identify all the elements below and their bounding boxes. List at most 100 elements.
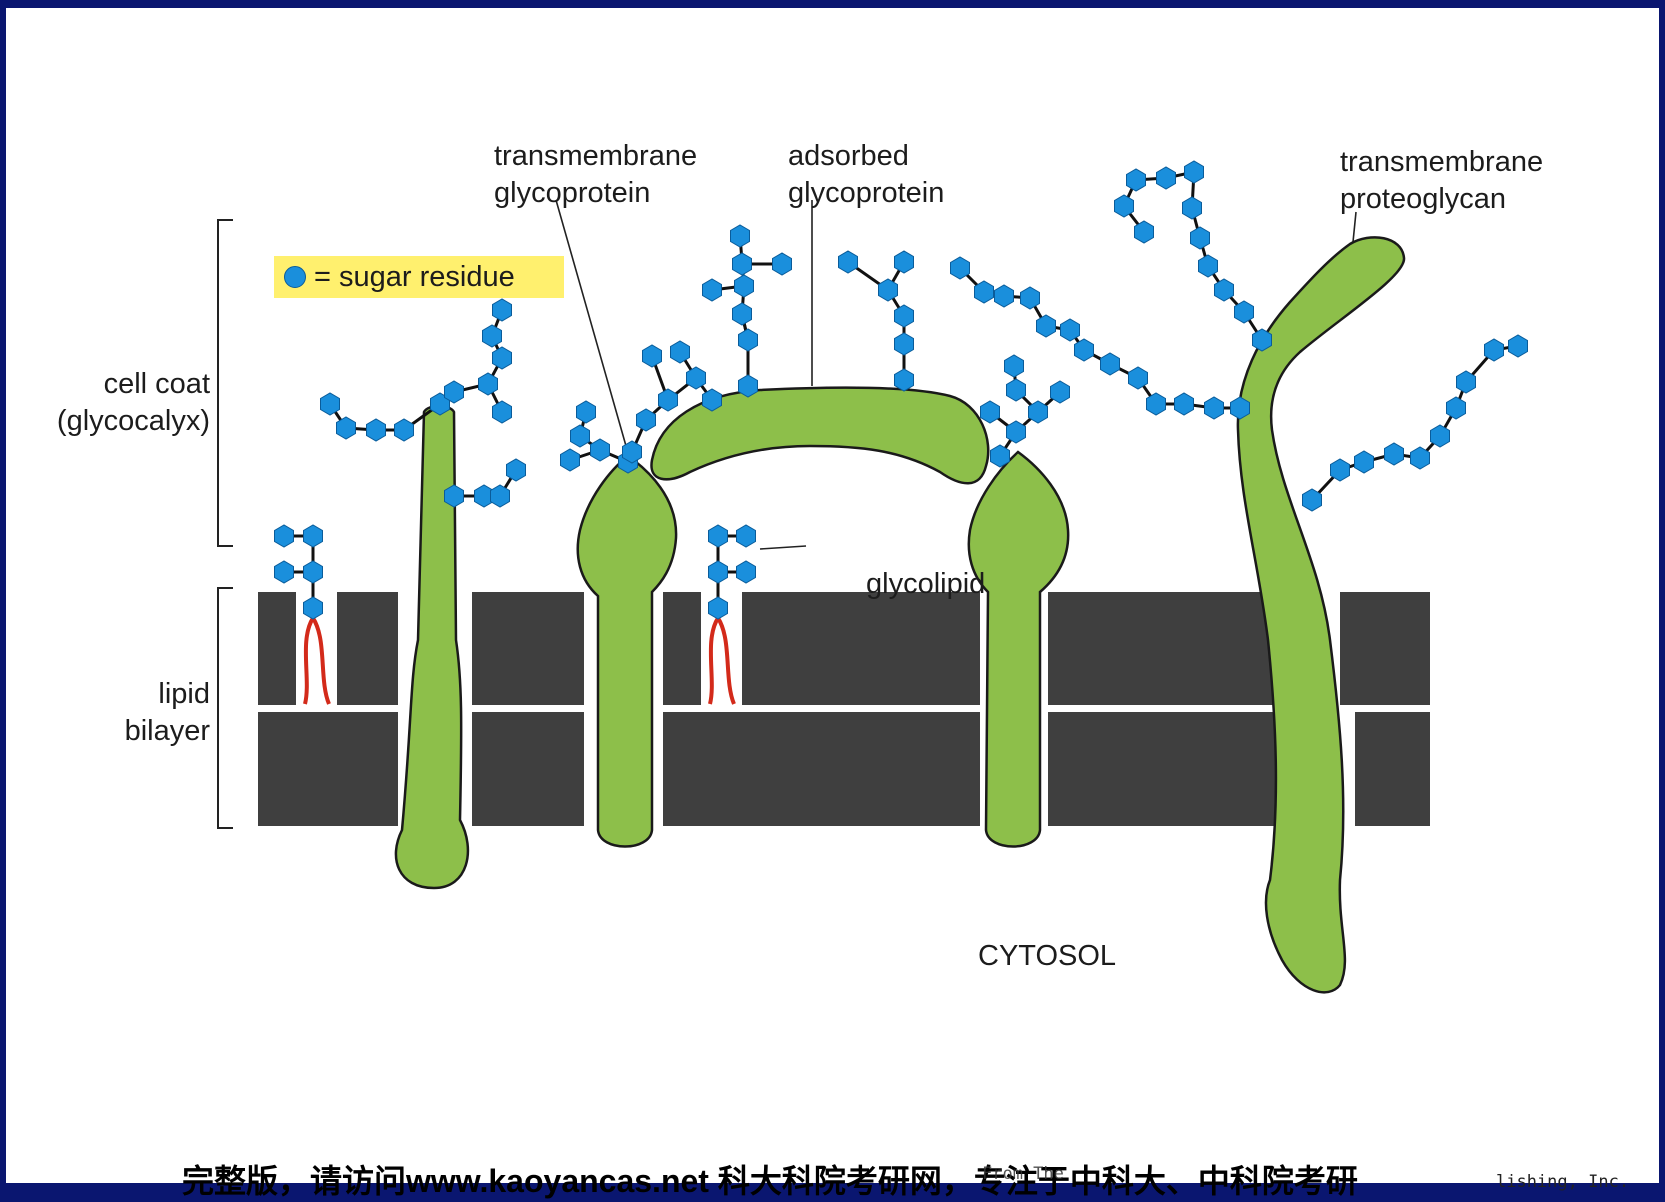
sugar-residue: [1115, 195, 1134, 217]
sugar-residue-key: = sugar residue: [274, 256, 564, 298]
sugar-residue: [1157, 167, 1176, 189]
sugar-residue: [659, 389, 678, 411]
sugar-residue: [304, 597, 323, 619]
sugar-residue: [507, 459, 526, 481]
bilayer-block: [258, 712, 398, 826]
lipid-bilayer-label: lipid bilayer: [46, 676, 210, 750]
sugar-residue: [483, 325, 502, 347]
sugar-residue: [1147, 393, 1166, 415]
sugar-residue: [1007, 379, 1026, 401]
sugar-residue: [491, 485, 510, 507]
sugar-residue: [895, 251, 914, 273]
sugar-residue: [1457, 371, 1476, 393]
sugar-residue: [304, 561, 323, 583]
sugar-residue: [1235, 301, 1254, 323]
sugar-residue: [1037, 315, 1056, 337]
sugar-residue: [895, 333, 914, 355]
sugar-residue: [1385, 443, 1404, 465]
sugar-residue-icon: [284, 266, 306, 288]
sugar-residue: [1051, 381, 1070, 403]
transmembrane-proteoglycan-label: transmembrane proteoglycan: [1340, 144, 1543, 218]
sugar-residue: [879, 279, 898, 301]
sugar-residue: [733, 253, 752, 275]
sugar-residue: [1007, 421, 1026, 443]
sugar-residue: [445, 485, 464, 507]
glycolipid-label: glycolipid: [866, 566, 985, 603]
sugar-residue: [561, 449, 580, 471]
sugar-residue: [981, 401, 1000, 423]
sugar-residue: [703, 389, 722, 411]
sugar-residue: [1205, 397, 1224, 419]
sugar-residue: [1331, 459, 1350, 481]
transmembrane-glycoprotein-label: transmembrane glycoprotein: [494, 138, 697, 212]
leader-line: [760, 546, 806, 549]
sugar-residue: [445, 381, 464, 403]
sugar-residue: [995, 285, 1014, 307]
bilayer-block: [1355, 712, 1430, 826]
lipid-tail: [718, 618, 734, 704]
sugar-residue: [895, 369, 914, 391]
sugar-residue: [1447, 397, 1466, 419]
sugar-residue: [1431, 425, 1450, 447]
lipid-tail: [313, 618, 329, 704]
bracket: [218, 220, 233, 546]
sugar-residue: [739, 329, 758, 351]
footer-overlay: From The: [982, 1164, 1064, 1184]
sugar-residue: [895, 305, 914, 327]
sugar-residue: [1199, 255, 1218, 277]
bilayer-block: [663, 592, 701, 705]
sugar-residue: [709, 561, 728, 583]
sugar-residue: [703, 279, 722, 301]
bilayer-block: [472, 592, 584, 705]
sugar-residue: [1215, 279, 1234, 301]
sugar-residue: [1253, 329, 1272, 351]
sugar-residue: [1175, 393, 1194, 415]
sugar-residue: [1101, 353, 1120, 375]
sugar-residue: [975, 281, 994, 303]
sugar-residue: [643, 345, 662, 367]
sugar-residue: [735, 275, 754, 297]
sugar-residue: [709, 597, 728, 619]
bracket: [218, 588, 233, 828]
sugar-residue: [1061, 319, 1080, 341]
sugar-residue: [671, 341, 690, 363]
sugar-residue: [1303, 489, 1322, 511]
sugar-residue: [1485, 339, 1504, 361]
bilayer-block: [1048, 592, 1275, 705]
sugar-residue: [493, 299, 512, 321]
sugar-residue: [395, 419, 414, 441]
footer-text: 完整版，请访问www.kaoyancas.net 科大科院考研网，专注于中科大、…: [182, 1163, 1358, 1199]
sugar-residue: [1355, 451, 1374, 473]
lipid-tail: [305, 618, 313, 704]
sugar-residue: [687, 367, 706, 389]
bilayer-block: [663, 712, 980, 826]
sugar-residue: [1183, 197, 1202, 219]
sugar-residue: [1005, 355, 1024, 377]
sugar-residue: [773, 253, 792, 275]
sugar-residue: [1129, 367, 1148, 389]
sugar-residue: [731, 225, 750, 247]
protein: [651, 388, 988, 484]
bilayer-block: [258, 592, 296, 705]
sugar-residue: [709, 525, 728, 547]
sugar-residue: [839, 251, 858, 273]
sugar-residue: [733, 303, 752, 325]
leader-lines: [556, 200, 1356, 549]
sugar-residue: [275, 561, 294, 583]
cytosol-label: CYTOSOL: [978, 938, 1116, 975]
sugar-residue: [1021, 287, 1040, 309]
sugar-residue: [1191, 227, 1210, 249]
bilayer-block: [742, 592, 980, 705]
sugar-residue-key-text: = sugar residue: [314, 261, 515, 294]
sugar-residue: [1029, 401, 1048, 423]
lipid-tail: [710, 618, 718, 704]
sugar-residue: [1185, 161, 1204, 183]
sugar-residue: [321, 393, 340, 415]
diagram-panel: = sugar residue cell coat (glycocalyx) l…: [6, 8, 1659, 1183]
credit-text: lishing, Inc.: [1496, 1172, 1629, 1192]
sugar-residue: [1411, 447, 1430, 469]
cell-coat-label: cell coat (glycocalyx): [26, 366, 210, 440]
adsorbed-glycoprotein-label: adsorbed glycoprotein: [788, 138, 944, 212]
sugar-residue: [1075, 339, 1094, 361]
